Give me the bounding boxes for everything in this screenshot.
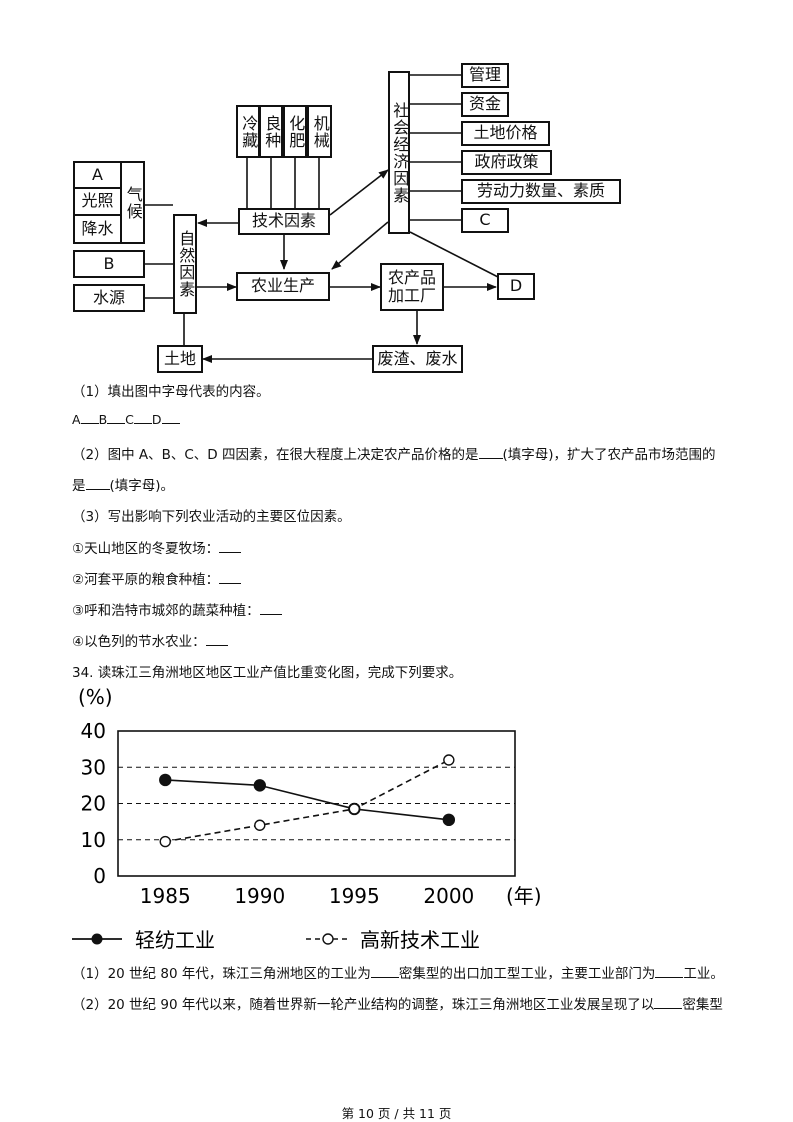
tech-factors-box: 技术因素 — [238, 208, 330, 235]
climate-item-a: A — [73, 161, 122, 189]
question-3-item-3: ③呼和浩特市城郊的蔬菜种植： — [72, 599, 282, 619]
question-1: （1）填出图中字母代表的内容。 — [72, 384, 270, 400]
legend-marker-high-tech — [322, 933, 334, 945]
x-tick-label: 1995 — [329, 884, 380, 908]
y-tick-label: 10 — [81, 828, 106, 852]
question-3: （3）写出影响下列农业活动的主要区位因素。 — [72, 509, 351, 525]
social-item-policy: 政府政策 — [461, 150, 552, 175]
legend-label-high-tech: 高新技术工业 — [360, 928, 480, 952]
water-source-box: 水源 — [73, 284, 145, 312]
question-3-item-2: ②河套平原的粮食种植： — [72, 568, 242, 588]
agricultural-production-box: 农业生产 — [236, 272, 330, 301]
y-tick-label: 40 — [81, 719, 106, 743]
social-item-management: 管理 — [461, 63, 509, 88]
question-34-1: （1）20 世纪 80 年代，珠江三角洲地区的工业为密集型的出口加工型工业，主要… — [72, 966, 724, 982]
chart-legend: 轻纺工业 高新技术工业 — [72, 928, 480, 952]
question-2-line-2: 是(填字母)。 — [72, 478, 175, 494]
y-axis-label: (%) — [78, 685, 113, 709]
series-line-1 — [165, 759, 450, 843]
x-tick-label: 1985 — [140, 884, 191, 908]
social-item-capital: 资金 — [461, 92, 509, 117]
series-0-point — [442, 813, 456, 827]
climate-box: 气候 — [120, 161, 145, 244]
processing-plant-box: 农产品 加工厂 — [380, 263, 444, 311]
factor-d-box: D — [497, 273, 535, 300]
social-item-land-price: 土地价格 — [461, 121, 550, 146]
social-item-c: C — [461, 208, 509, 233]
y-tick-label: 30 — [81, 755, 106, 779]
natural-factors-box: 自然因素 — [173, 214, 197, 314]
series-1-point — [443, 754, 455, 766]
series-0-point — [159, 773, 172, 787]
tech-item-seeds: 良种 — [259, 105, 283, 158]
tech-item-refrigeration: 冷藏 — [236, 105, 260, 158]
tech-item-machinery: 机械 — [307, 105, 332, 158]
page-footer: 第 10 页 / 共 11 页 — [341, 1106, 452, 1121]
diagram-connectors — [145, 74, 499, 363]
tech-item-fertilizer: 化肥 — [283, 105, 307, 158]
climate-item-precipitation: 降水 — [73, 214, 122, 244]
series-1-point — [159, 835, 171, 848]
question-3-item-1: ①天山地区的冬夏牧场： — [72, 537, 242, 557]
social-economic-factors-label: 社会经济因素 — [390, 101, 410, 204]
social-economic-factors-box: 社会经济因素 — [388, 71, 410, 234]
series-line-0 — [165, 779, 449, 821]
y-tick-label: 0 — [93, 864, 106, 888]
series-1-point — [348, 803, 361, 815]
y-tick-label: 20 — [81, 792, 106, 816]
waste-box: 废渣、废水 — [372, 345, 463, 373]
series-1-point — [254, 819, 266, 831]
question-34: 34. 读珠江三角洲地区地区工业产值比重变化图，完成下列要求。 — [72, 665, 463, 681]
climate-item-sunlight: 光照 — [73, 187, 122, 216]
x-tick-label: 2000 — [423, 884, 474, 908]
question-3-item-4: ④以色列的节水农业： — [72, 630, 228, 650]
x-axis-label: (年) — [506, 884, 542, 908]
x-tick-label: 1990 — [234, 884, 285, 908]
land-box: 土地 — [157, 345, 203, 373]
industry-share-chart: (%) 0 10 20 30 40 1985 1990 1995 2000 (年) 轻纺工业 … — [72, 685, 542, 952]
plot-frame — [117, 730, 516, 877]
series-0-point — [253, 779, 266, 792]
legend-label-light-textile: 轻纺工业 — [135, 928, 215, 952]
question-34-2: （2）20 世纪 90 年代以来，随着世界新一轮产业结构的调整，珠江三角洲地区工… — [72, 997, 723, 1013]
question-2-line-1: （2）图中 A、B、C、D 四因素，在很大程度上决定农产品价格的是(填字母)，扩… — [72, 447, 716, 463]
legend-marker-light-textile — [91, 933, 103, 945]
factor-b-box: B — [73, 250, 145, 278]
social-item-labor: 劳动力数量、素质 — [461, 179, 621, 204]
